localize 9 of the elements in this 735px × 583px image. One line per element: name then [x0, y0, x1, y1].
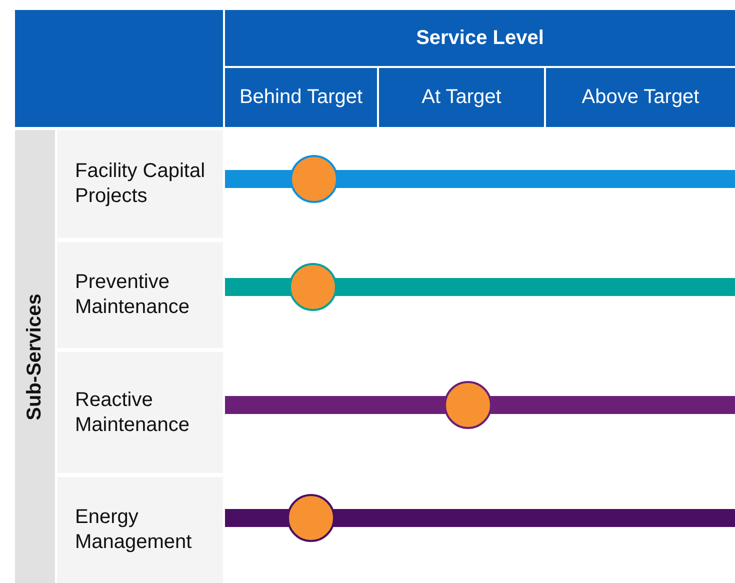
row-group-title: Sub-Services — [24, 293, 46, 420]
column-header: At Target — [379, 68, 544, 127]
column-header: Behind Target — [225, 68, 377, 127]
column-header: Above Target — [546, 68, 735, 127]
row-label: Preventive Maintenance — [57, 242, 223, 348]
row-label: Facility Capital Projects — [57, 130, 223, 238]
row-label: Reactive Maintenance — [57, 352, 223, 473]
column-group-header: Service Level — [225, 10, 735, 66]
row-label: Energy Management — [57, 477, 223, 583]
